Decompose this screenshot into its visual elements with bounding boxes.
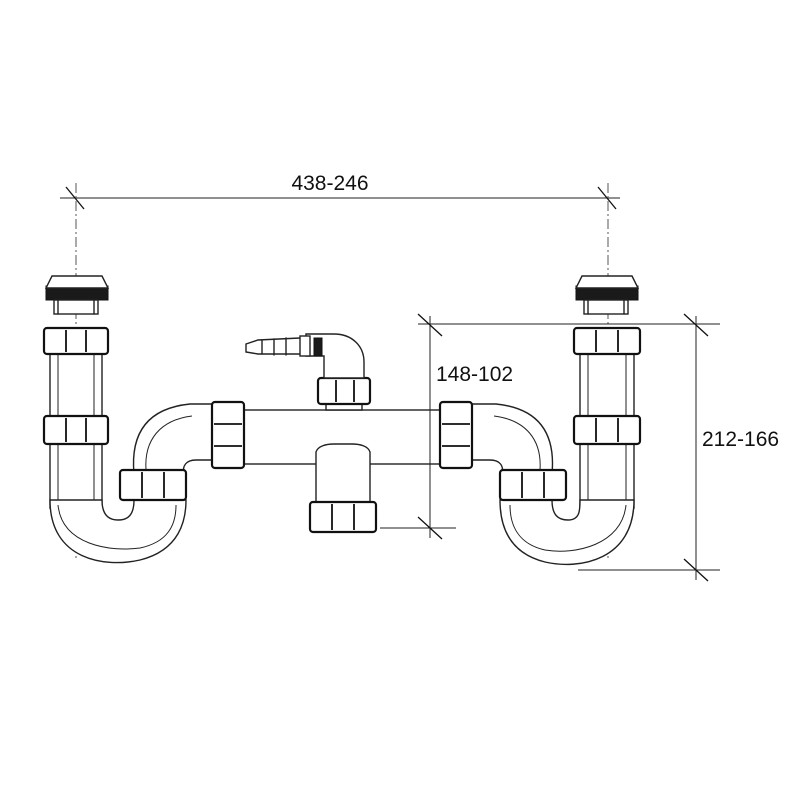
inner-vertical-dimension: 148-102 <box>380 313 720 540</box>
right-trap <box>469 275 642 565</box>
left-middle-nut <box>42 414 110 446</box>
appliance-connector <box>245 333 372 406</box>
dimension-label-horizontal: 438-246 <box>291 172 368 195</box>
dimension-label-inner-vertical: 148-102 <box>436 363 513 386</box>
center-manifold <box>210 389 474 534</box>
left-upper-nut <box>42 326 110 356</box>
right-upper-nut <box>572 326 642 356</box>
right-lower-nut <box>498 468 568 502</box>
connector-nut <box>316 376 372 406</box>
right-middle-nut <box>572 414 642 446</box>
right-manifold-nut <box>438 400 474 470</box>
left-trap <box>42 275 215 564</box>
bottom-outlet-nut <box>308 500 378 534</box>
outer-vertical-dimension: 212-166 <box>578 313 779 582</box>
left-manifold-nut <box>210 400 246 470</box>
horizontal-dimension: 438-246 <box>60 172 620 210</box>
hose-barb <box>245 337 307 355</box>
left-lower-nut <box>118 468 188 502</box>
dimension-label-outer-vertical: 212-166 <box>702 428 779 451</box>
